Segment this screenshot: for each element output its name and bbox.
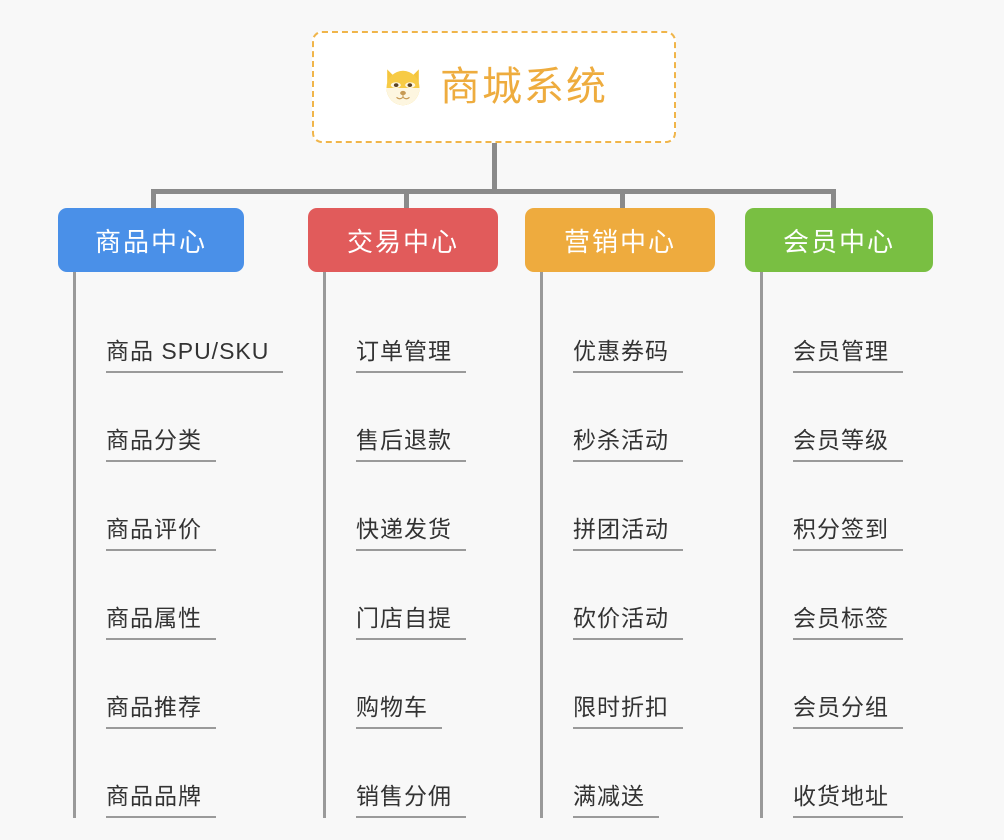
leaf-label: 满减送 [573, 783, 659, 818]
root-node[interactable]: 商城系统 [312, 31, 676, 143]
list-item[interactable]: 商品推荐 [76, 640, 283, 729]
list-item[interactable]: 售后退款 [326, 373, 498, 462]
list-item[interactable]: 销售分佣 [326, 729, 498, 818]
root-title: 商城系统 [440, 65, 608, 109]
leaf-label: 优惠券码 [573, 338, 683, 373]
list-item[interactable]: 会员分组 [763, 640, 933, 729]
list-item[interactable]: 秒杀活动 [543, 373, 715, 462]
branch-column-4: 会员中心 会员管理 会员等级 积分签到 会员标签 会员分组 收货地址 [745, 208, 933, 818]
list-item[interactable]: 收货地址 [763, 729, 933, 818]
category-box-3[interactable]: 营销中心 [525, 208, 715, 272]
list-item[interactable]: 购物车 [326, 640, 498, 729]
leaf-label: 积分签到 [793, 516, 903, 551]
leaf-label: 商品分类 [106, 427, 216, 462]
connector-horizontal-bus [151, 189, 836, 194]
list-item[interactable]: 商品属性 [76, 551, 283, 640]
leaf-label: 收货地址 [793, 783, 903, 818]
leaf-label: 商品推荐 [106, 694, 216, 729]
leaf-label: 销售分佣 [356, 783, 466, 818]
leaf-list-2: 订单管理 售后退款 快递发货 门店自提 购物车 销售分佣 [323, 272, 498, 818]
leaf-label: 商品评价 [106, 516, 216, 551]
leaf-label: 会员标签 [793, 605, 903, 640]
list-item[interactable]: 订单管理 [326, 284, 498, 373]
list-item[interactable]: 快递发货 [326, 462, 498, 551]
leaf-label: 会员分组 [793, 694, 903, 729]
list-item[interactable]: 砍价活动 [543, 551, 715, 640]
list-item[interactable]: 满减送 [543, 729, 715, 818]
category-box-1[interactable]: 商品中心 [58, 208, 244, 272]
category-box-4[interactable]: 会员中心 [745, 208, 933, 272]
list-item[interactable]: 会员标签 [763, 551, 933, 640]
connector-drop-2 [404, 189, 409, 211]
branch-column-3: 营销中心 优惠券码 秒杀活动 拼团活动 砍价活动 限时折扣 满减送 [525, 208, 715, 818]
list-item[interactable]: 拼团活动 [543, 462, 715, 551]
list-item[interactable]: 会员管理 [763, 284, 933, 373]
category-box-2[interactable]: 交易中心 [308, 208, 498, 272]
branch-column-2: 交易中心 订单管理 售后退款 快递发货 门店自提 购物车 销售分佣 [308, 208, 498, 818]
leaf-label: 购物车 [356, 694, 442, 729]
leaf-label: 砍价活动 [573, 605, 683, 640]
list-item[interactable]: 门店自提 [326, 551, 498, 640]
list-item[interactable]: 限时折扣 [543, 640, 715, 729]
leaf-label: 商品品牌 [106, 783, 216, 818]
leaf-label: 订单管理 [356, 338, 466, 373]
list-item[interactable]: 积分签到 [763, 462, 933, 551]
leaf-list-3: 优惠券码 秒杀活动 拼团活动 砍价活动 限时折扣 满减送 [540, 272, 715, 818]
list-item[interactable]: 商品品牌 [76, 729, 283, 818]
leaf-label: 商品 SPU/SKU [106, 338, 284, 373]
connector-drop-3 [620, 189, 625, 211]
list-item[interactable]: 会员等级 [763, 373, 933, 462]
leaf-label: 门店自提 [356, 605, 466, 640]
leaf-label: 秒杀活动 [573, 427, 683, 462]
shiba-dog-face-icon [386, 69, 420, 106]
list-item[interactable]: 商品评价 [76, 462, 283, 551]
leaf-label: 商品属性 [106, 605, 216, 640]
list-item[interactable]: 优惠券码 [543, 284, 715, 373]
leaf-label: 拼团活动 [573, 516, 683, 551]
leaf-label: 售后退款 [356, 427, 466, 462]
leaf-list-4: 会员管理 会员等级 积分签到 会员标签 会员分组 收货地址 [760, 272, 933, 818]
leaf-label: 会员管理 [793, 338, 903, 373]
connector-drop-4 [831, 189, 836, 211]
leaf-list-1: 商品 SPU/SKU 商品分类 商品评价 商品属性 商品推荐 商品品牌 [73, 272, 284, 818]
connector-drop-1 [151, 189, 156, 211]
leaf-label: 会员等级 [793, 427, 903, 462]
leaf-label: 限时折扣 [573, 694, 683, 729]
list-item[interactable]: 商品 SPU/SKU [76, 284, 284, 373]
leaf-label: 快递发货 [356, 516, 466, 551]
branch-column-1: 商品中心 商品 SPU/SKU 商品分类 商品评价 商品属性 商品推荐 商品品牌 [58, 208, 284, 818]
list-item[interactable]: 商品分类 [76, 373, 283, 462]
connector-root-stem [492, 143, 497, 193]
